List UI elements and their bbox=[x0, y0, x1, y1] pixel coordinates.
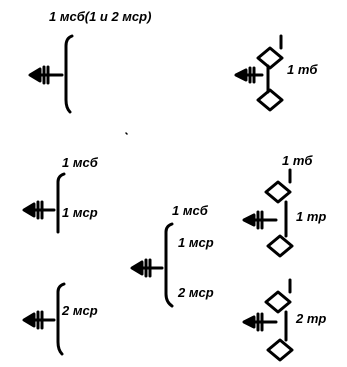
left-battalion-bracket-2 bbox=[22, 282, 66, 356]
left-battalion-bracket-1 bbox=[22, 172, 66, 234]
stray-dot bbox=[125, 132, 128, 135]
top-battalion-bracket bbox=[64, 34, 74, 114]
left-company-2-label: 2 мср bbox=[62, 303, 98, 318]
right-tank-column bbox=[242, 168, 294, 362]
top-battalion-arrow bbox=[28, 65, 64, 85]
left-group-title: 1 мсб bbox=[62, 155, 98, 170]
right-platoon-1-label: 1 тр bbox=[296, 209, 327, 224]
left-company-1-label: 1 мср bbox=[62, 205, 98, 220]
top-tank-label: 1 тб bbox=[287, 62, 318, 77]
top-group-title: 1 мсб(1 и 2 мср) bbox=[49, 9, 152, 24]
middle-battalion-bracket bbox=[130, 222, 174, 308]
top-tank-column bbox=[234, 34, 284, 112]
middle-company-1-label: 1 мср bbox=[178, 235, 214, 250]
right-platoon-2-label: 2 тр bbox=[296, 311, 327, 326]
middle-group-title: 1 мсб bbox=[172, 203, 208, 218]
right-group-title: 1 тб bbox=[282, 153, 313, 168]
middle-company-2-label: 2 мср bbox=[178, 285, 214, 300]
